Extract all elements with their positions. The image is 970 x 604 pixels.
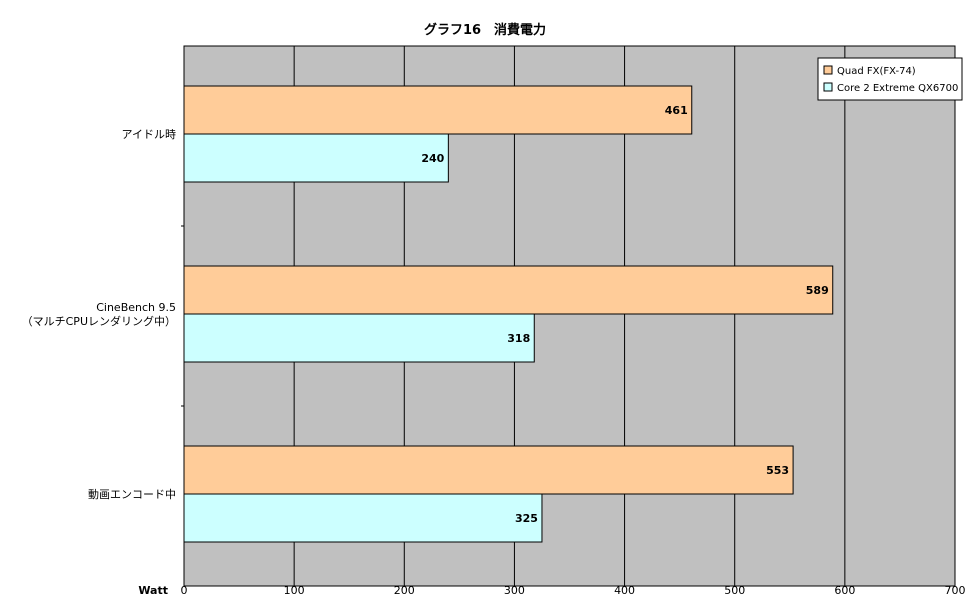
legend: Quad FX(FX-74) Core 2 Extreme QX6700: [817, 57, 963, 101]
bar-1-1: [183, 313, 535, 363]
chart-title: グラフ16 消費電力: [424, 22, 546, 38]
x-tick-label-700: 700: [945, 584, 966, 597]
x-tick-label-400: 400: [614, 584, 635, 597]
data-label-0-1: 240: [421, 152, 444, 165]
bars: [183, 85, 834, 543]
category-label-1-1: （マルチCPUレンダリング中）: [22, 314, 176, 328]
data-label-0-0: 461: [665, 104, 688, 117]
legend-box: [817, 57, 963, 101]
data-labels: 461 240 589 318 553 325: [421, 104, 828, 525]
x-tick-label-300: 300: [504, 584, 525, 597]
x-tick-label-0: 0: [181, 584, 188, 597]
bar-1-0: [183, 265, 834, 315]
legend-label-0: Quad FX(FX-74): [837, 66, 916, 77]
data-label-2-1: 325: [515, 512, 538, 525]
bar-2-1: [183, 493, 543, 543]
data-label-1-1: 318: [507, 332, 530, 345]
x-tick-label-200: 200: [394, 584, 415, 597]
legend-swatch-0: [823, 65, 833, 75]
category-label-1-0: CineBench 9.5: [96, 301, 176, 314]
x-axis-ticks: 0 100 200 300 400 500 600 700: [181, 584, 966, 597]
x-tick-label-600: 600: [834, 584, 855, 597]
data-label-2-0: 553: [766, 464, 789, 477]
x-axis-label: Watt: [138, 584, 168, 597]
bar-0-0: [183, 85, 693, 135]
bar-0-1: [183, 133, 449, 183]
x-tick-label-500: 500: [724, 584, 745, 597]
legend-swatch-1: [823, 82, 833, 92]
x-tick-label-100: 100: [284, 584, 305, 597]
category-label-0-0: アイドル時: [122, 128, 176, 141]
data-label-1-0: 589: [806, 284, 829, 297]
y-axis-categories: アイドル時 CineBench 9.5（マルチCPUレンダリング中） 動画エンコード…: [22, 128, 184, 501]
legend-label-1: Core 2 Extreme QX6700: [837, 83, 958, 94]
category-label-2-0: 動画エンコード中: [88, 487, 176, 501]
bar-2-0: [183, 445, 794, 495]
